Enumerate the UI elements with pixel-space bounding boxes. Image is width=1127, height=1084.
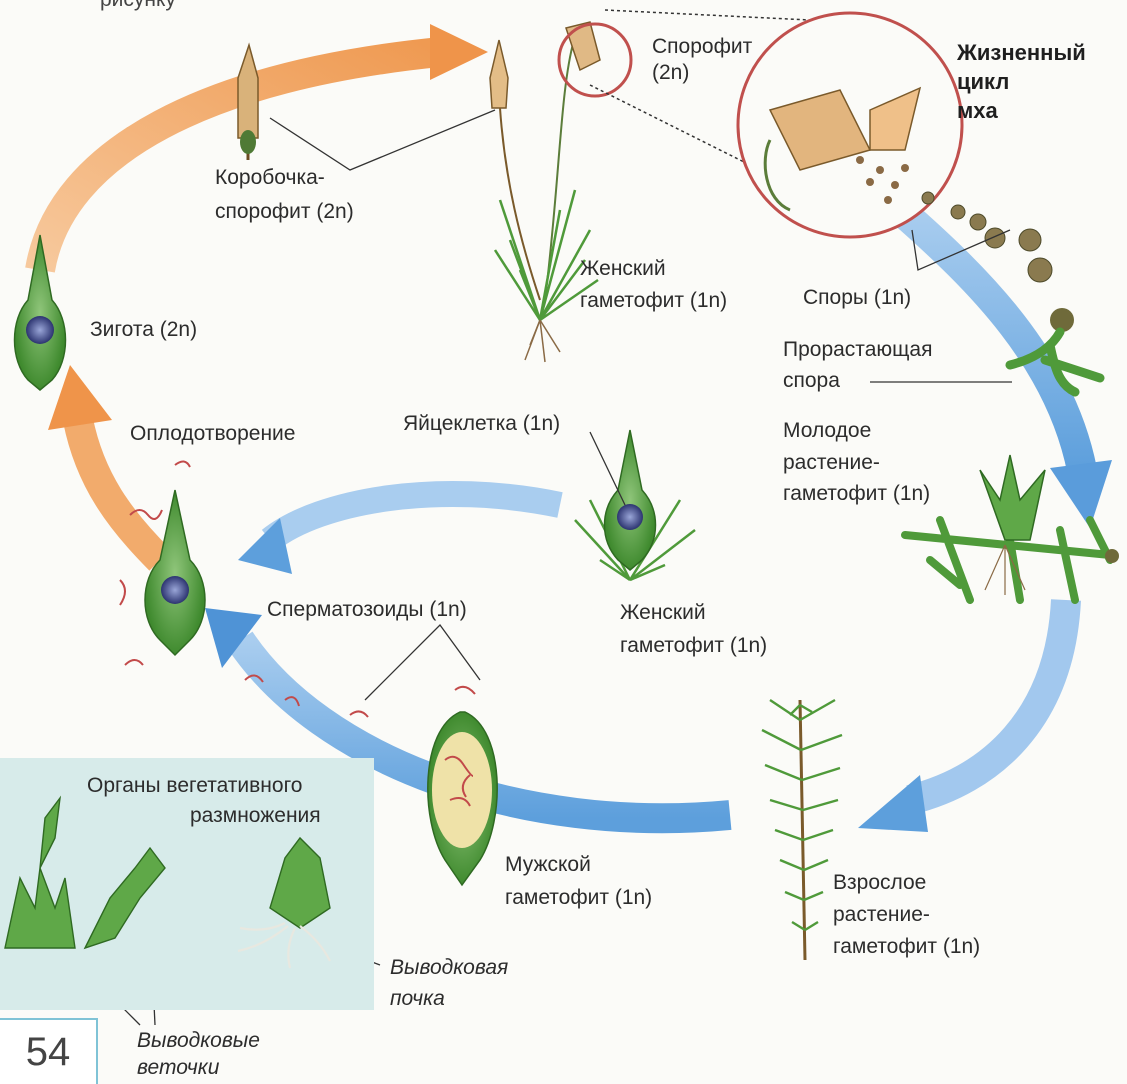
blue-arrow-right-bottom (858, 600, 1066, 832)
label-brood-bud-1: Выводковая (390, 955, 508, 981)
label-zygote: Зигота (2n) (90, 317, 197, 343)
label-egg: Яйцеклетка (1n) (403, 411, 560, 437)
label-young-plant-2: растение- (783, 450, 880, 476)
diagram-title: Жизненный цикл мха (957, 38, 1086, 125)
label-veg-organs-2: размножения (190, 803, 321, 829)
label-female-gametophyte-top-2: гаметофит (1n) (580, 288, 727, 314)
fertilization-archegonium (120, 461, 205, 665)
label-sporophyte-ploidy: (2n) (652, 60, 689, 86)
label-young-plant-3: гаметофит (1n) (783, 481, 930, 507)
label-adult-plant-3: гаметофит (1n) (833, 934, 980, 960)
label-sporophyte: Спорофит (652, 34, 752, 60)
label-adult-plant-2: растение- (833, 902, 930, 928)
label-female-gametophyte-mid-2: гаметофит (1n) (620, 633, 767, 659)
label-brood-branches-1: Выводковые (137, 1028, 260, 1054)
label-female-gametophyte-mid-1: Женский (620, 600, 706, 626)
male-gametophyte-antheridium (428, 687, 497, 885)
label-female-gametophyte-top-1: Женский (580, 256, 666, 282)
orange-arrow-left (48, 365, 160, 560)
blue-arrow-middle (238, 494, 560, 574)
label-veg-organs-1: Органы вегетативного (87, 773, 302, 799)
label-male-gametophyte-2: гаметофит (1n) (505, 885, 652, 911)
egg-pointer (590, 432, 625, 505)
top-cut-text: рисунку (100, 0, 176, 12)
label-brood-branches-2: веточки (137, 1055, 219, 1081)
orange-arrow-top (40, 24, 488, 270)
label-capsule-line2: спорофит (2n) (215, 199, 354, 225)
title-line-2: цикл (957, 67, 1086, 96)
page-number: 54 (0, 1018, 98, 1084)
label-male-gametophyte-1: Мужской (505, 852, 591, 878)
label-adult-plant-1: Взрослое (833, 870, 926, 896)
label-fertilization: Оплодотворение (130, 421, 295, 447)
label-brood-bud-2: почка (390, 986, 445, 1012)
title-line-3: мха (957, 96, 1086, 125)
capsule-label-lines (270, 110, 495, 170)
sperm-pointer-lines (365, 625, 480, 700)
title-line-1: Жизненный (957, 38, 1086, 67)
label-sperm: Сперматозоиды (1n) (267, 597, 467, 623)
label-spores: Споры (1n) (803, 285, 911, 311)
female-gametophyte-middle (575, 430, 695, 580)
adult-plant-gametophyte (762, 700, 842, 960)
label-germinating-spore-2: спора (783, 368, 840, 394)
label-germinating-spore-1: Прорастающая (783, 337, 932, 363)
capsule-sporophyte-left (238, 45, 258, 160)
label-capsule-line1: Коробочка- (215, 165, 325, 191)
label-young-plant-1: Молодое (783, 418, 871, 444)
